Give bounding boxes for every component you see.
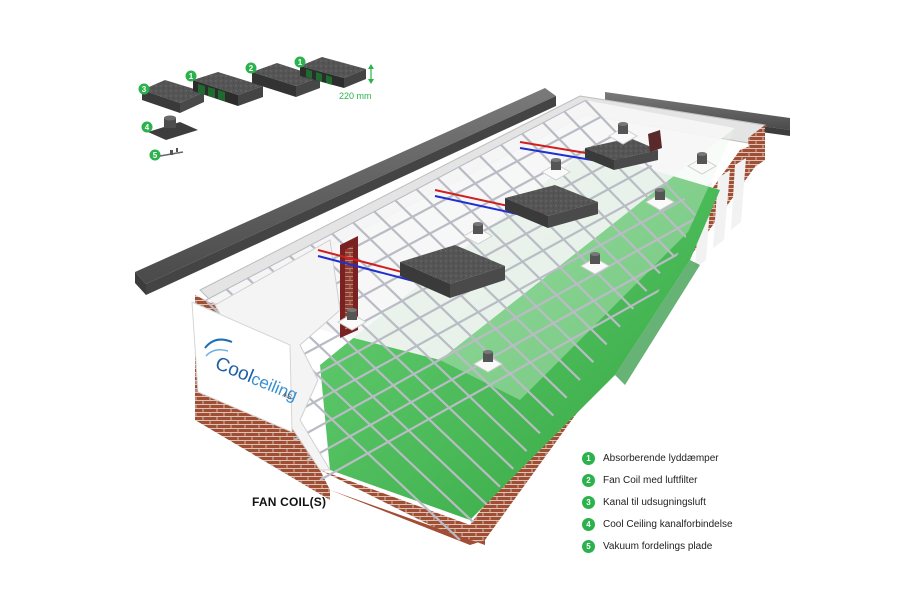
svg-text:5: 5 (153, 151, 158, 160)
green-interior (320, 150, 720, 520)
part-ceiling-connection (148, 115, 198, 140)
exploded-parts: 220 mm 3 1 2 1 4 5 (138, 56, 374, 161)
part-number-badge: 5 (149, 149, 161, 161)
diffuser (686, 152, 718, 175)
exhaust-duct-left (135, 88, 556, 295)
diffuser (462, 222, 494, 245)
legend-item: 4 Cool Ceiling kanalforbindelse (582, 513, 812, 535)
svg-text:1: 1 (298, 58, 303, 67)
grid-line (563, 110, 688, 239)
part-number-badge: 3 (138, 83, 150, 95)
legend-label: Kanal til udsugningsluft (603, 496, 706, 508)
diffuser (472, 350, 504, 373)
part-vacuum-plate (159, 148, 184, 157)
svg-text:4: 4 (145, 123, 150, 132)
fan-coil-unit-middle (505, 185, 598, 228)
diagram-title: FAN COIL(S) (252, 495, 327, 509)
logo-panel: Cool ceiling AS (191, 301, 300, 433)
part-silencer-b (300, 57, 366, 88)
diffuser (336, 308, 368, 331)
diffuser (607, 122, 639, 145)
part-number-badge: 2 (245, 62, 257, 74)
fan-coil-unit-front (400, 245, 505, 298)
grid-line (541, 121, 675, 257)
logo-suffix: AS (281, 391, 293, 401)
grid-line (478, 154, 635, 310)
parts-legend: 1 Absorberende lyddæmper 2 Fan Coil med luf… (582, 447, 812, 557)
legend-number-badge: 5 (582, 539, 595, 553)
legend-label: Cool Ceiling kanalforbindelse (603, 518, 733, 530)
legend-item: 5 Vakuum fordelings plade (582, 535, 812, 557)
diffuser (579, 252, 611, 275)
part-exhaust-duct (142, 80, 204, 113)
legend-label: Fan Coil med luftfilter (603, 474, 698, 486)
legend-number-badge: 2 (582, 473, 595, 487)
diffuser (644, 188, 676, 211)
svg-text:3: 3 (142, 85, 147, 94)
diffuser (540, 158, 572, 181)
grid-line (330, 232, 541, 435)
part-silencer-a (193, 72, 263, 106)
legend-item: 2 Fan Coil med luftfilter (582, 469, 812, 491)
grid-line (394, 199, 581, 381)
grid-line (457, 165, 621, 328)
grid-line (436, 176, 608, 346)
height-dimension: 220 mm (339, 64, 374, 101)
fan-coil-unit-back (585, 130, 662, 170)
legend-item: 1 Absorberende lyddæmper (582, 447, 812, 469)
ceiling-diffusers (336, 122, 718, 373)
grid-line (293, 214, 703, 441)
part-number-badge: 4 (141, 121, 153, 133)
svg-text:1: 1 (189, 72, 194, 81)
grid-line (352, 221, 555, 417)
legend-label: Vakuum fordelings plade (603, 540, 713, 552)
part-number-badge: 1 (294, 56, 306, 68)
grid-line (373, 210, 568, 399)
legend-number-badge: 3 (582, 495, 595, 509)
legend-item: 3 Kanal til udsugningsluft (582, 491, 812, 513)
part-number-badge: 1 (185, 70, 197, 82)
dimension-label: 220 mm (339, 91, 372, 101)
svg-text:2: 2 (249, 64, 254, 73)
part-fan-coil (252, 63, 320, 97)
legend-label: Absorberende lyddæmper (603, 452, 719, 464)
grid-line (281, 197, 686, 421)
legend-number-badge: 4 (582, 517, 595, 531)
legend-number-badge: 1 (582, 451, 595, 465)
